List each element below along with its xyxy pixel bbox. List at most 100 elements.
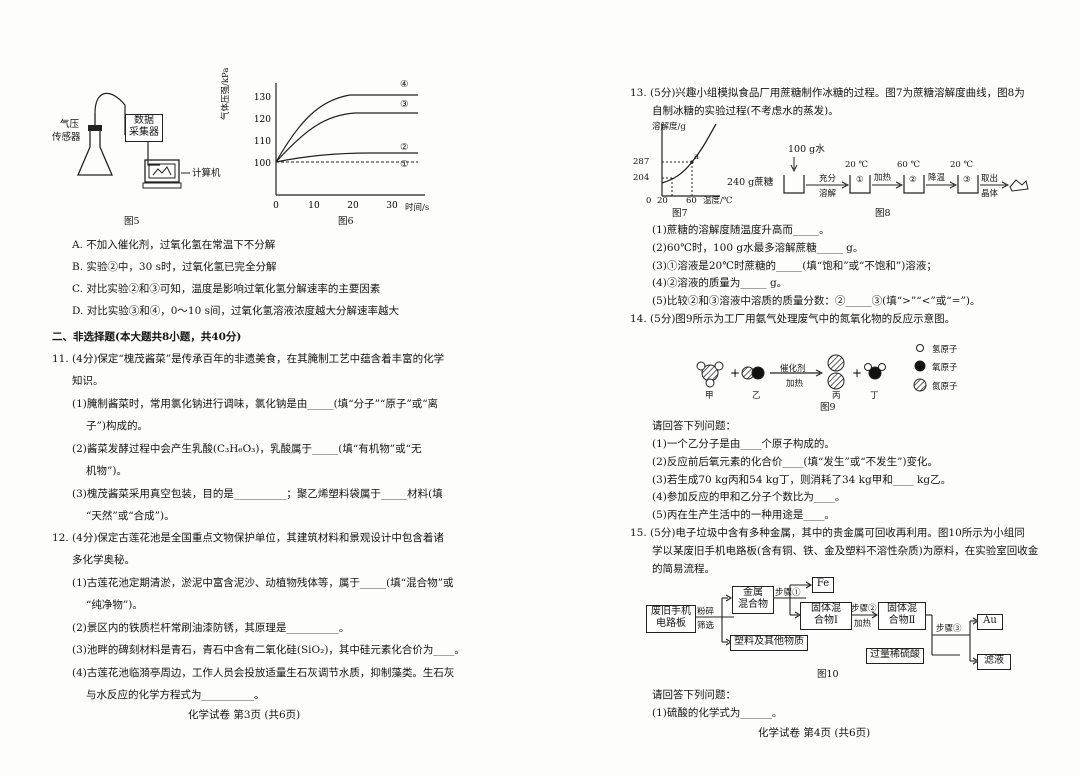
fig6-curve-label-4: ④ (400, 79, 409, 90)
q10-option-b: B. 实验②中，30 s时，过氧化氢已完全分解 (72, 261, 277, 273)
q14-item-3: (3)若生成70 kg丙和54 kg丁，则消耗了34 kg甲和____ kg乙。 (652, 474, 952, 486)
q11-line-8: “天然”或“合成”)。 (86, 510, 175, 522)
fig8-caption: 图8 (875, 208, 891, 219)
fig10-crush: 粉碎 (697, 607, 715, 617)
section2-heading: 二、非选择题(本大题共8小题，共40分) (52, 331, 242, 343)
q12-line-2: 多化学奥秘。 (72, 554, 135, 566)
fig8-water: 100 g水 (788, 144, 825, 155)
fig10-fe: Fe (816, 578, 830, 589)
fig10-acid: 过量稀硫酸 (870, 649, 920, 660)
fig7-xtick-60: 60 (686, 196, 697, 206)
q13-item-1: (1)蔗糖的溶解度随温度升高而_____。 (652, 224, 830, 236)
q12-line-8: 与水反应的化学方程式为__________。 (86, 689, 265, 701)
fig10-acid-box: 过量稀硫酸 (866, 648, 924, 664)
q15-line-3: 的简易流程。 (652, 563, 715, 575)
q13-line-2: 自制冰糖的实验过程(不考虑水的蒸发)。 (652, 105, 839, 117)
fig10-solid1-line1: 固体混 (811, 603, 841, 614)
q11-line-1: 11. (4分)保定“槐茂酱菜”是传承百年的非遗美食，在其腌制工艺中蕴含着丰富的… (52, 353, 445, 365)
fig8-step1-b: 溶解 (819, 189, 837, 199)
fig10-caption: 图10 (817, 669, 839, 680)
pressure-sensor-label-1: 气压 (60, 119, 80, 130)
fig7-point-a-label: a (694, 152, 700, 162)
fig9-legend-h: 氢原子 (932, 345, 958, 355)
q10-option-a: A. 不加入催化剂，过氧化氢在常温下不分解 (72, 239, 276, 251)
fig8-step2: 加热 (874, 173, 892, 183)
fig7-xlabel: 温度/℃ (703, 196, 733, 206)
fig7-ylabel: 溶解度/g (652, 122, 686, 132)
fig5-apparatus (77, 92, 190, 189)
fig7-xtick-20: 20 (657, 196, 668, 206)
fig8-sugar: 240 g蔗糖 (727, 177, 774, 188)
fig10-step3: 步骤③ (936, 624, 962, 634)
data-collector-box: 数据 采集器 (125, 114, 163, 142)
fig7-chart (661, 123, 720, 197)
fig10-heat: 加热 (854, 619, 872, 629)
data-collector-line2: 采集器 (129, 127, 159, 138)
fig10-step2: 步骤② (851, 604, 877, 614)
q14-item-2: (2)反应前后氧元素的化合价____(填“发生”或“不发生”)变化。 (652, 456, 939, 468)
q12-line-3: (1)古莲花池定期清淤，淤泥中富含泥沙、动植物残体等，属于_____(填“混合物… (72, 577, 454, 589)
q14-heading: 14. (5分)图9所示为工厂用氨气处理废气中的氮氧化物的反应示意图。 (630, 313, 956, 325)
fig6-chart: 130 120 110 100 0 10 20 30 (254, 83, 425, 211)
fig7-point-a (690, 160, 694, 164)
fig9-legend-o: 氧原子 (932, 363, 958, 373)
svg-text:0: 0 (273, 201, 279, 211)
fig10-metal-line1: 金属 (743, 587, 763, 598)
q11-line-5: (2)酱菜发酵过程中会产生乳酸(C₃H₆O₃)，乳酸属于_____(填“有机物”… (72, 443, 422, 455)
computer-label: 计算机 (192, 168, 221, 179)
q14-item-0: 请回答下列问题： (652, 420, 736, 432)
fig10-filtrate: 滤液 (984, 655, 1004, 666)
q13-line-1: 13. (5分)兴趣小组模拟食品厂用蔗糖制作冰糖的过程。图7为蔗糖溶解度曲线，图… (630, 87, 1025, 99)
left-footer: 化学试卷 第3页 (共6页) (188, 709, 301, 721)
fig10-board-box: 废旧手机 电路板 (646, 605, 696, 633)
fig9-label-jia: 甲 (705, 391, 714, 401)
right-page: 13. (5分)兴趣小组模拟食品厂用蔗糖制作冰糖的过程。图7为蔗糖溶解度曲线，图… (540, 0, 1080, 776)
q13-item-4: (4)②溶液的质量为_____ g。 (652, 277, 788, 289)
q11-line-2: 知识。 (72, 375, 104, 387)
fig10-au-box: Au (977, 614, 1003, 630)
fig10-filtrate-box: 滤液 (977, 654, 1011, 670)
q13-item-2: (2)60℃时，100 g水最多溶解蔗糖_____ g。 (652, 242, 864, 254)
q12-line-6: (3)池畔的碑刻材料是青石，青石中含有二氧化硅(SiO₂)，其中硅元素化合价为_… (72, 644, 465, 656)
fig8-process (783, 157, 1029, 194)
fig10-metal-box: 金属 混合物 (732, 586, 774, 614)
svg-text:10: 10 (308, 201, 320, 211)
fig10-au: Au (983, 615, 997, 626)
fig10-solid1-box: 固体混 合物Ⅰ (800, 602, 852, 630)
fig9-heat: 加热 (786, 379, 804, 389)
q12-line-1: 12. (4分)保定古莲花池是全国重点文物保护单位，其建筑材料和景观设计中包含着… (52, 532, 444, 544)
fig8-beaker-1: ① (856, 175, 864, 185)
fig9-catalyst: 催化剂 (780, 364, 806, 374)
svg-text:100: 100 (254, 159, 271, 169)
fig8-temp-2: 60 ℃ (897, 160, 921, 170)
q13-item-5: (5)比较②和③溶液中溶质的质量分数：②_____③(填“>”“<”或“=”)。 (652, 295, 981, 307)
fig8-beaker-3: ③ (963, 175, 971, 185)
q11-line-6: 机物”)。 (86, 465, 127, 477)
q10-option-d: D. 对比实验③和④，0～10 s间，过氧化氢溶液浓度越大分解速率越大 (72, 305, 399, 317)
q12-line-7: (4)古莲花池临漪亭周边，工作人员会投放适量生石灰调节水质，抑制藻类。生石灰 (72, 667, 455, 679)
fig6-ylabel: 气体压强/kPa (221, 67, 231, 120)
q13-item-3: (3)①溶液是20℃时蔗糖的_____(填“饱和”或“不饱和”)溶液； (652, 260, 937, 272)
q14-item-5: (5)丙在生产生活中的一种用途是____。 (652, 509, 835, 521)
fig9-label-ding: 丁 (870, 391, 879, 401)
fig6-curve-label-1: ① (400, 159, 409, 170)
svg-text:30: 30 (386, 201, 398, 211)
fig9-legend-n: 氮原子 (932, 382, 958, 392)
fig10-fe-box: Fe (812, 577, 834, 593)
q15-item-1: (1)硫酸的化学式为______。 (652, 707, 783, 719)
svg-text:130: 130 (254, 93, 271, 103)
fig8-step1-a: 充分 (819, 174, 837, 184)
fig8-step4-a: 取出 (981, 174, 999, 184)
fig8-step3: 降温 (928, 173, 946, 183)
fig9-caption: 图9 (820, 402, 836, 413)
q12-line-5: (2)景区内的铁质栏杆常刷油漆防锈，其原理是__________。 (72, 622, 350, 634)
q12-line-4: “纯净物”)。 (86, 599, 143, 611)
q10-option-c: C. 对比实验②和③可知，温度是影响过氧化氢分解速率的主要因素 (72, 283, 381, 295)
data-collector-line1: 数据 (134, 115, 154, 126)
fig10-plastic: 塑料及其他物质 (734, 636, 804, 647)
fig10-solid2-line1: 固体混 (887, 603, 917, 614)
fig10-solid1-line2: 合物Ⅰ (814, 615, 838, 626)
fig9-label-yi: 乙 (752, 391, 761, 401)
fig7-ytick-204: 204 (633, 173, 650, 183)
fig10-board-line1: 废旧手机 (651, 606, 691, 617)
